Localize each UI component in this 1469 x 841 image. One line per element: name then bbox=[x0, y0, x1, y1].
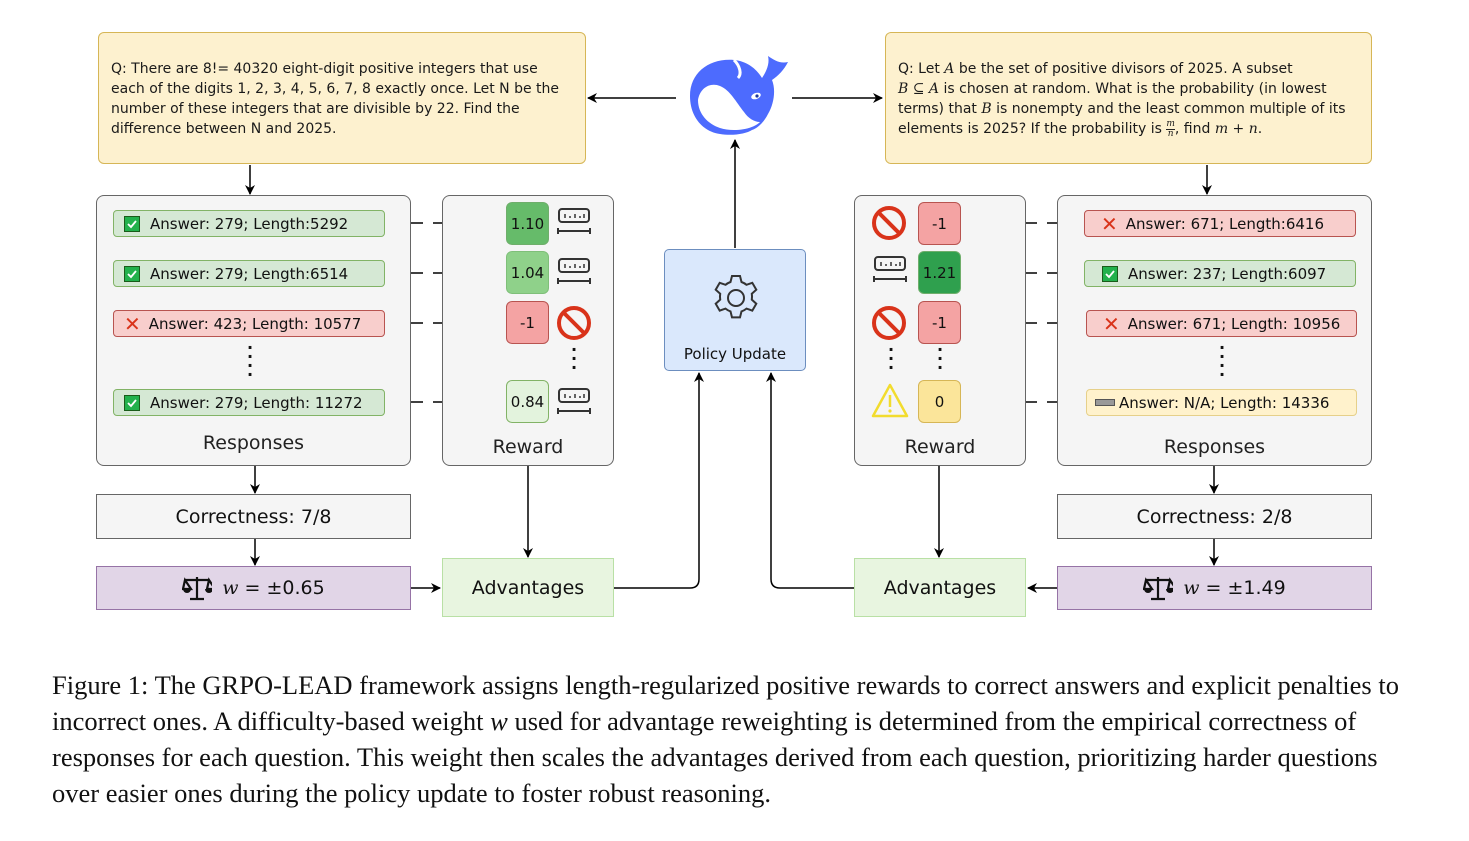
reward-value: -1 bbox=[918, 202, 961, 245]
q-text: be the set of positive divisors of 2025.… bbox=[954, 61, 1293, 77]
ruler-icon bbox=[557, 208, 591, 234]
prohibited-icon bbox=[872, 206, 906, 240]
q-text: elements is 2025? If the probability is bbox=[898, 121, 1167, 137]
cross-icon: ✕ bbox=[1103, 311, 1120, 336]
ellipsis-vertical: ··· bbox=[571, 340, 578, 377]
reward-value: 0 bbox=[918, 380, 961, 423]
gear-icon bbox=[714, 275, 758, 319]
left-responses-title: Responses bbox=[202, 432, 305, 454]
cross-icon: ✕ bbox=[1101, 211, 1118, 236]
left-correctness-box: Correctness: 7/8 bbox=[96, 494, 411, 539]
weight-symbol: w bbox=[222, 577, 239, 599]
prohibited-icon bbox=[872, 306, 906, 340]
frac-num: m bbox=[1166, 118, 1175, 130]
left-advantages-box: Advantages bbox=[442, 558, 614, 617]
response-text: Answer: 279; Length:5292 bbox=[150, 214, 349, 233]
response-item: Answer: 279; Length:5292 bbox=[113, 210, 385, 237]
dash-icon bbox=[1095, 399, 1115, 406]
response-item: ✕ Answer: 423; Length: 10577 bbox=[113, 310, 385, 337]
deepseek-whale-icon bbox=[676, 52, 794, 142]
response-text: Answer: N/A; Length: 14336 bbox=[1119, 393, 1330, 412]
policy-update-box: Policy Update bbox=[664, 249, 806, 371]
weight-value: = ±1.49 bbox=[1205, 577, 1286, 599]
response-text: Answer: 671; Length:6416 bbox=[1125, 214, 1324, 233]
response-text: Answer: 423; Length: 10577 bbox=[148, 314, 362, 333]
ruler-icon bbox=[557, 258, 591, 284]
right-advantages-box: Advantages bbox=[854, 558, 1026, 617]
ellipsis-vertical: ··· bbox=[888, 340, 895, 377]
right-question-box: Q: Let A be the set of positive divisors… bbox=[885, 32, 1372, 164]
weight-value: = ±0.65 bbox=[244, 577, 325, 599]
reward-value: -1 bbox=[918, 301, 961, 344]
caption-text: Figure 1: The GRPO-LEAD framework assign… bbox=[52, 670, 1399, 736]
reward-value: 0.84 bbox=[506, 380, 549, 423]
right-weight-box: w = ±1.49 bbox=[1057, 566, 1372, 610]
scale-balance-icon bbox=[1143, 577, 1174, 601]
reward-value: -1 bbox=[506, 301, 549, 344]
q-text: . bbox=[1257, 121, 1263, 137]
caption-text: used for advantage reweighting is determ… bbox=[52, 706, 1378, 808]
right-reward-title: Reward bbox=[904, 436, 976, 458]
response-item: ✕ Answer: 671; Length:6416 bbox=[1084, 210, 1356, 237]
ellipsis-vertical: ···· bbox=[247, 338, 254, 384]
ruler-icon bbox=[873, 256, 907, 282]
policy-update-label: Policy Update bbox=[683, 345, 787, 363]
response-item: Answer: 279; Length:6514 bbox=[113, 260, 385, 287]
q-text: , find bbox=[1174, 121, 1215, 137]
ellipsis-vertical: ···· bbox=[1219, 338, 1226, 384]
checkmark-icon bbox=[124, 394, 140, 411]
response-text: Answer: 237; Length:6097 bbox=[1128, 264, 1327, 283]
left-weight-box: w = ±0.65 bbox=[96, 566, 411, 610]
ellipsis-vertical: ··· bbox=[937, 340, 944, 377]
response-text: Answer: 279; Length:6514 bbox=[150, 264, 349, 283]
left-reward-title: Reward bbox=[492, 436, 564, 458]
right-responses-title: Responses bbox=[1163, 436, 1266, 458]
q-math: B ⊆ A bbox=[898, 81, 940, 97]
response-item: Answer: N/A; Length: 14336 bbox=[1086, 389, 1357, 416]
q-math: B bbox=[981, 101, 992, 117]
q-text: Q: Let bbox=[898, 61, 945, 77]
response-text: Answer: 279; Length: 11272 bbox=[150, 393, 363, 412]
reward-value: 1.10 bbox=[506, 202, 549, 245]
response-text: Answer: 671; Length: 10956 bbox=[1127, 314, 1341, 333]
response-item: Answer: 237; Length:6097 bbox=[1084, 260, 1356, 287]
q-math: A bbox=[944, 61, 955, 77]
caption-math-w: w bbox=[490, 706, 508, 736]
warning-icon bbox=[871, 383, 909, 418]
checkmark-icon bbox=[124, 215, 140, 232]
left-question-text: Q: There are 8!= 40320 eight-digit posit… bbox=[111, 61, 560, 137]
checkmark-icon bbox=[124, 265, 140, 282]
cross-icon: ✕ bbox=[124, 311, 141, 336]
prohibited-icon bbox=[557, 306, 591, 340]
ruler-icon bbox=[557, 388, 591, 414]
q-math: m + n bbox=[1214, 121, 1258, 137]
frac-den: n bbox=[1167, 128, 1174, 139]
left-question-box: Q: There are 8!= 40320 eight-digit posit… bbox=[98, 32, 586, 164]
q-text: is chosen at random. What is the probabi… bbox=[939, 81, 1327, 97]
checkmark-icon bbox=[1102, 265, 1118, 282]
q-text: terms) that bbox=[898, 101, 982, 117]
figure-caption: Figure 1: The GRPO-LEAD framework assign… bbox=[52, 667, 1422, 811]
reward-value: 1.21 bbox=[918, 251, 961, 294]
response-item: ✕ Answer: 671; Length: 10956 bbox=[1086, 310, 1357, 337]
right-correctness-box: Correctness: 2/8 bbox=[1057, 494, 1372, 539]
scale-balance-icon bbox=[182, 577, 213, 601]
reward-value: 1.04 bbox=[506, 251, 549, 294]
response-item: Answer: 279; Length: 11272 bbox=[113, 389, 385, 416]
q-text: is nonempty and the least common multipl… bbox=[991, 101, 1346, 117]
weight-symbol: w bbox=[1183, 577, 1200, 599]
